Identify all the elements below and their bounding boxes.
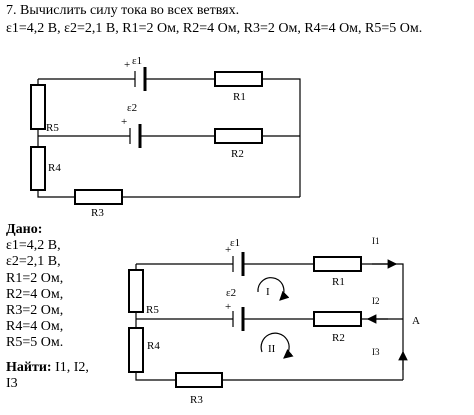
find-label: Найти:: [6, 359, 52, 375]
c1-resistor-r3: [74, 189, 123, 205]
c1-r1-label: R1: [233, 91, 246, 103]
c2-r3-label: R3: [190, 394, 203, 406]
find-items: I1, I2,: [55, 359, 89, 375]
c2-i3-label: I3: [372, 347, 380, 357]
c2-plus1: +: [225, 244, 231, 256]
given-r4: R4=4 Ом,: [6, 319, 64, 335]
c1-r5-label: R5: [46, 122, 59, 134]
c2-r2-label: R2: [332, 332, 345, 344]
given-r5: R5=5 Ом.: [6, 335, 64, 351]
c1-top-wires: [38, 78, 301, 197]
c2-i1-label: I1: [372, 236, 380, 246]
c2-resistor-r3: [175, 372, 223, 388]
given-block: Дано: ε1=4,2 В, ε2=2,1 В, R1=2 Ом, R2=4 …: [6, 222, 89, 392]
c2-loop1-arrow: [257, 277, 290, 301]
c2-loop2-label: II: [268, 343, 276, 355]
c2-resistor-r2: [313, 311, 362, 327]
find-row: Найти: I1, I2,: [6, 360, 89, 376]
c1-resistor-r5: [30, 84, 46, 130]
c2-emf2-label: ε2: [226, 287, 236, 299]
c2-r5-label: R5: [146, 304, 159, 316]
c1-r3-label: R3: [91, 207, 104, 219]
circuit-1: [30, 67, 301, 205]
c1-r4-label: R4: [48, 162, 61, 174]
circuit-2: [128, 252, 408, 388]
c2-emf1-label: ε1: [230, 237, 240, 249]
c1-r2-label: R2: [231, 148, 244, 160]
given-e1: ε1=4,2 В,: [6, 238, 61, 254]
given-e2: ε2=2,1 В,: [6, 254, 61, 270]
c1-emf1-label: ε1: [132, 55, 142, 67]
given-r2: R2=4 Ом,: [6, 286, 64, 302]
c2-plus2: +: [225, 301, 231, 313]
c2-r1-label: R1: [332, 276, 345, 288]
c1-resistor-r1: [214, 71, 263, 87]
c2-left-bottom-wires: [135, 264, 403, 381]
c2-loop2-arrow: [260, 332, 294, 359]
c1-plus2: +: [121, 116, 127, 128]
c1-emf2-label: ε2: [127, 102, 137, 114]
c2-resistor-r1: [313, 256, 362, 272]
c2-loop1-label: I: [266, 286, 270, 298]
c1-left-bottom-wires: [37, 79, 300, 198]
c2-r4-label: R4: [147, 340, 160, 352]
problem-values: ε1=4,2 В, ε2=2,1 В, R1=2 Ом, R2=4 Ом, R3…: [6, 21, 423, 36]
c1-resistor-r4: [30, 146, 46, 191]
c2-top-wires: [136, 263, 404, 380]
c2-resistor-r5: [128, 269, 144, 313]
problem-title: 7. Вычислить силу тока во всех ветвях.: [6, 3, 240, 18]
c1-resistor-r2: [214, 128, 263, 144]
c2-node-a-label: A: [412, 315, 420, 327]
given-heading: Дано:: [6, 222, 43, 237]
c1-plus1: +: [124, 59, 130, 71]
c2-resistor-r4: [128, 327, 144, 373]
given-r1: R1=2 Ом,: [6, 270, 64, 286]
given-r3: R3=2 Ом,: [6, 303, 64, 319]
c2-i2-label: I2: [372, 296, 380, 306]
find-items-2: I3: [6, 375, 18, 391]
